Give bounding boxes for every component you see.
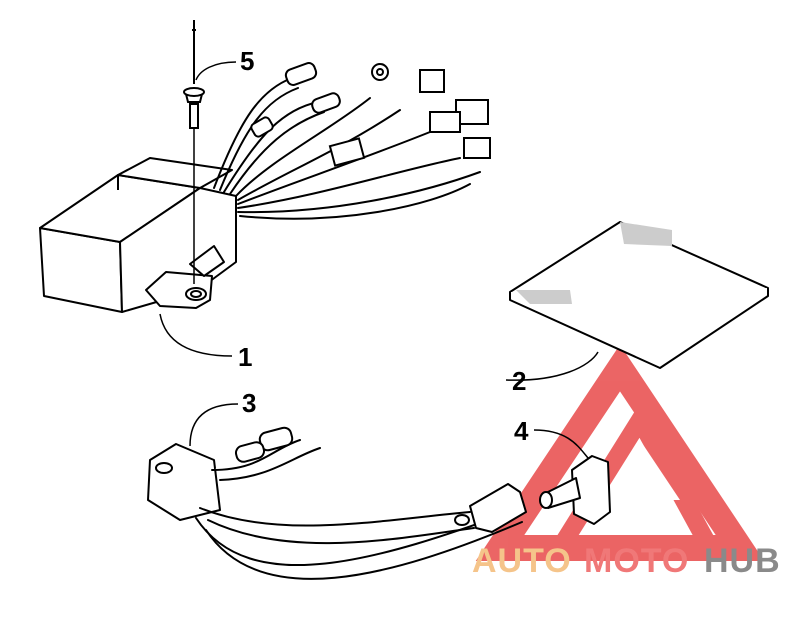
adhesive-pad (509, 221, 769, 369)
callout-1: 1 (238, 342, 252, 372)
harness-connectors (250, 62, 491, 167)
cdi-module (39, 157, 237, 313)
rivet (183, 20, 205, 284)
callout-2: 2 (512, 366, 526, 396)
watermark-text: AUTO MOTO HUB (472, 542, 781, 580)
callout-4: 4 (514, 416, 529, 446)
spark-plug-cap (539, 455, 611, 525)
watermark-logo (475, 344, 765, 561)
callout-5: 5 (240, 46, 254, 76)
ignition-coil (147, 426, 527, 580)
watermark-auto: AUTO (472, 542, 572, 580)
leader-lines (159, 61, 599, 459)
callouts: 5 1 2 3 4 (238, 46, 529, 446)
watermark-hub: HUB (704, 542, 781, 580)
callout-3: 3 (242, 388, 256, 418)
watermark-moto: MOTO (584, 542, 689, 580)
